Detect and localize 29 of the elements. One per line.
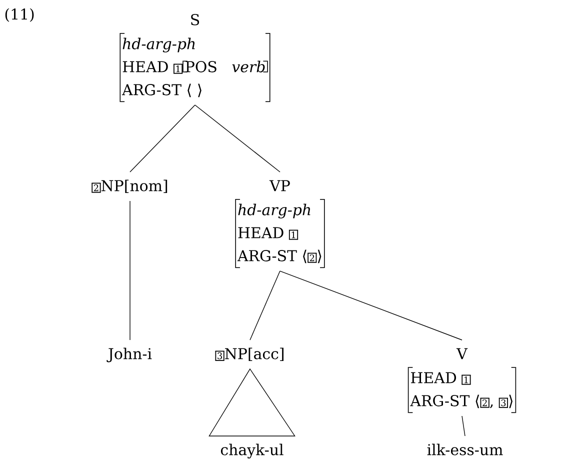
tree-node [408,348,516,414]
tag-box: 3 [498,398,508,408]
category-label: V [456,348,468,360]
tag-box: 1 [461,374,472,385]
example-number: (11) [5,8,34,22]
category-label: 2 NP[nom] [91,180,168,194]
tree-node [235,180,325,268]
tree-branch [280,270,462,340]
tree-branch [462,416,466,436]
attribute-value-matrix: hd-arg-ph HEAD 1 ARG-ST ⟨ 2 ⟩ [235,198,325,268]
tree-node [120,14,270,102]
category-label: 3 NP[acc] [214,348,284,362]
category-label: chayk-ul [220,444,284,458]
tag-box: 1 [288,230,298,240]
bracket-pair: POS verb [182,60,268,73]
category-label: ilk-ess-um [427,444,503,456]
category-label: S [191,14,200,26]
tag-box: 2 [307,252,318,263]
tree-branch [194,104,280,172]
attribute-value-matrix: hd-arg-ph HEAD 1 POS verb ARG-ST ⟨ ⟩ [120,32,270,102]
tree-branch [250,270,280,340]
tag-box: 3 [214,350,225,361]
tag-box: 2 [91,182,102,193]
tree-branch [130,104,196,172]
category-label: VP [269,180,290,192]
category-label: John-i [106,348,152,362]
tag-box: 2 [480,398,490,408]
attribute-value-matrix: HEAD 1 ARG-ST ⟨ 2 , 3 ⟩ [408,366,516,414]
tag-box: 1 [173,64,184,74]
